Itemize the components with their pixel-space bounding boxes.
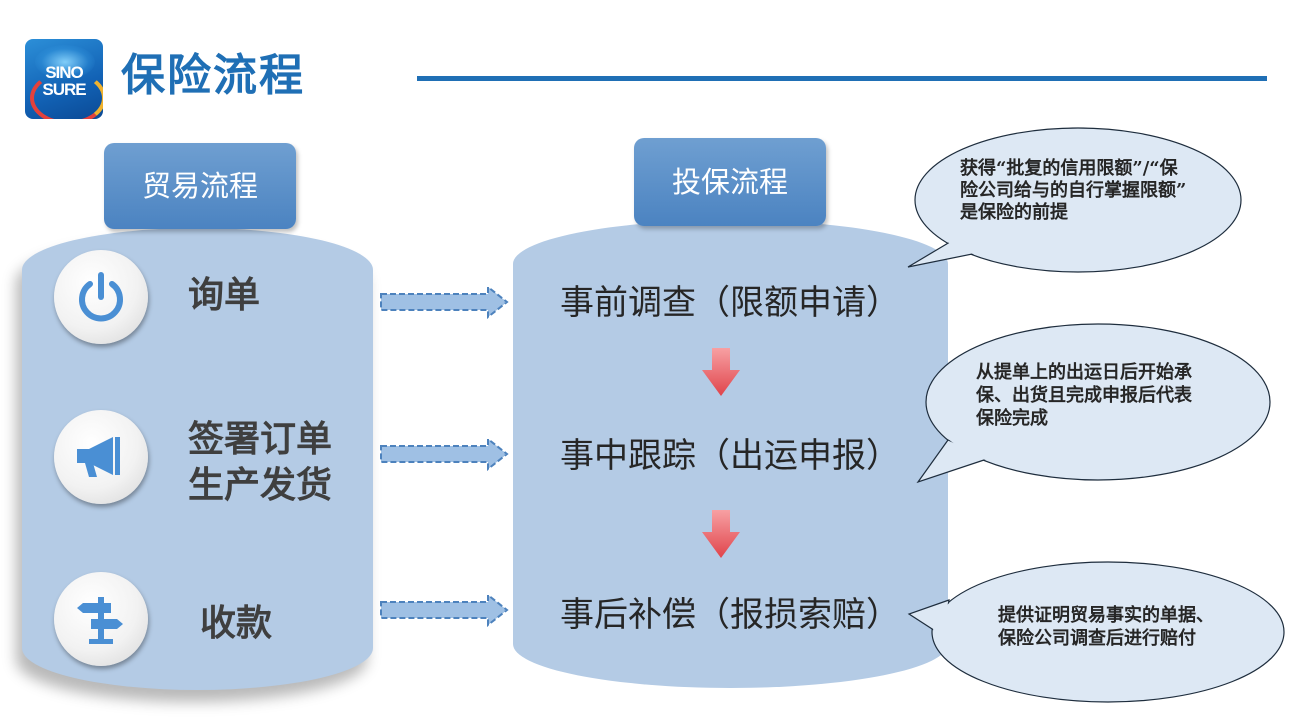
logo-text-line1: SINO bbox=[45, 63, 84, 82]
down-arrow-1 bbox=[702, 348, 740, 396]
note-2-line2: 保、出货且完成申报后代表 bbox=[976, 385, 1192, 406]
insurance-step-pre: 事前调查（限额申请） bbox=[560, 283, 900, 323]
insurance-step-during: 事中跟踪（出运申报） bbox=[560, 436, 900, 476]
power-icon bbox=[79, 272, 123, 322]
trade-process-tab: 贸易流程 bbox=[104, 143, 296, 229]
sinosure-logo: SINO SURE bbox=[25, 39, 103, 119]
note-bubble-2 bbox=[916, 323, 1271, 484]
note-1-line2: 险公司给与的自行掌握限额” bbox=[960, 180, 1187, 201]
trade-step-inquiry: 询单 bbox=[188, 275, 261, 316]
trade-step-order-line2: 生产发货 bbox=[188, 465, 333, 506]
flow-arrow-2 bbox=[380, 437, 509, 471]
logo-text-line2: SURE bbox=[42, 80, 86, 99]
note-1-line3: 是保险的前提 bbox=[960, 202, 1068, 223]
trade-step-order-line1: 签署订单 bbox=[188, 419, 333, 460]
note-3-line2: 保险公司调查后进行赔付 bbox=[998, 628, 1196, 649]
note-2-line1: 从提单上的出运日后开始承 bbox=[976, 362, 1192, 383]
signpost-icon bbox=[77, 597, 123, 644]
megaphone-icon bbox=[77, 437, 120, 477]
note-bubble-3 bbox=[907, 561, 1285, 703]
note-1-line1: 获得“批复的信用限额”/“保 bbox=[960, 158, 1178, 179]
note-2-line3: 保险完成 bbox=[976, 408, 1048, 429]
down-arrow-2 bbox=[702, 510, 740, 558]
logo-arc bbox=[30, 71, 103, 119]
note-bubble-1 bbox=[907, 127, 1242, 273]
insurance-process-panel bbox=[513, 220, 948, 688]
trade-step-payment: 收款 bbox=[200, 603, 273, 644]
order-step-circle bbox=[54, 410, 148, 504]
payment-step-circle bbox=[54, 572, 148, 666]
title-divider bbox=[417, 76, 1267, 81]
inquiry-step-circle bbox=[54, 250, 148, 344]
page-title: 保险流程 bbox=[121, 50, 305, 101]
insurance-step-post: 事后补偿（报损索赔） bbox=[560, 595, 900, 635]
flow-arrow-1 bbox=[380, 285, 509, 319]
note-3-line1: 提供证明贸易事实的单据、 bbox=[998, 605, 1214, 626]
insurance-process-tab: 投保流程 bbox=[634, 138, 826, 226]
flow-arrow-3 bbox=[380, 593, 509, 627]
